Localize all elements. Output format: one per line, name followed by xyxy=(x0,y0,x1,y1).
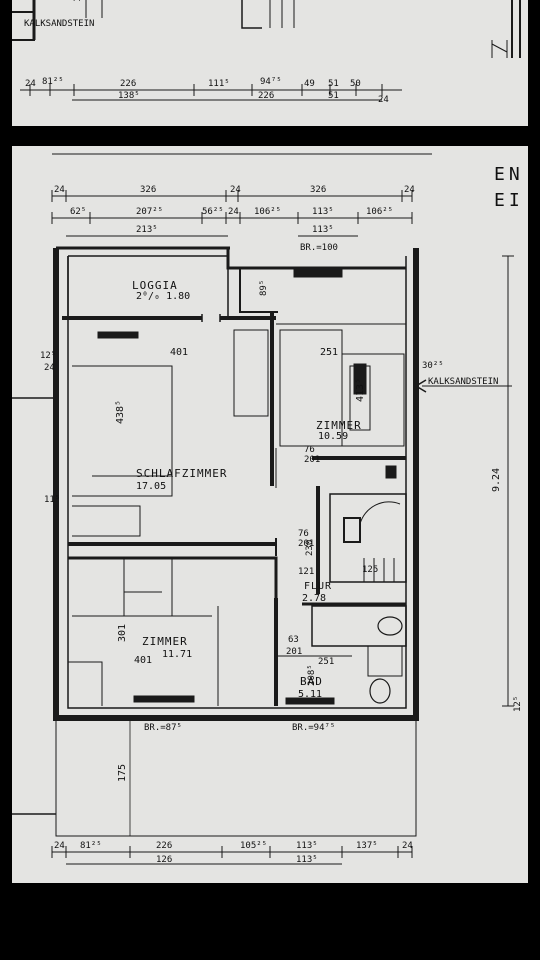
room-name-flur: FLUR xyxy=(304,581,333,592)
dim-t-3: 226 xyxy=(120,79,137,89)
room-name-schlafzimmer: SCHLAFZIMMER xyxy=(136,467,228,480)
dim-bottom-5: 113⁵ xyxy=(296,841,318,851)
window-label-bottom-left: BR.=87⁵ xyxy=(144,723,182,733)
dim-top-2: 326 xyxy=(140,185,157,195)
dim-in-8: 125 xyxy=(362,565,379,575)
room-area-bad: 5.11 xyxy=(298,689,323,700)
dim-in-4: 413⁵ xyxy=(355,377,366,402)
dim-top-10: 106²⁵ xyxy=(254,207,282,217)
dim-in-11: 89⁵ xyxy=(259,279,269,296)
dim-top-7: 207²⁵ xyxy=(136,207,164,217)
dim-t-6: 49 xyxy=(304,79,315,89)
dim-in-7: 251 xyxy=(318,657,335,667)
floor-plan-main: EN EI 24 326 24 326 24 62⁵ 207²⁵ 56²⁵ 24… xyxy=(12,146,528,883)
dim-in-16: 63 xyxy=(288,635,299,645)
dim-t-9: 138⁵ xyxy=(118,91,140,101)
dim-in-3: 438⁵ xyxy=(115,399,126,424)
dim-bottom-6: 137⁵ xyxy=(356,841,378,851)
floor-plan-fragment-top: 175 KALKSANDSTEIN 24 81²⁵ 226 111⁵ 94⁷⁵ … xyxy=(12,0,528,126)
dim-t-1: 24 xyxy=(25,79,36,89)
dim-top-12: 106²⁵ xyxy=(366,207,394,217)
dim-in-24: 12⁵ xyxy=(513,695,523,712)
dim-t-2: 81²⁵ xyxy=(42,77,64,87)
dim-in-15: 201 xyxy=(298,539,315,549)
dim-bottom-8: 126 xyxy=(156,855,173,865)
room-area-loggia: 2⁰/₀ 1.80 xyxy=(136,291,191,302)
dim-top-11: 113⁵ xyxy=(312,207,334,217)
dim-in-21: 24 xyxy=(44,363,55,373)
dim-bottom-3: 226 xyxy=(156,841,173,851)
dim-in-1: 401 xyxy=(170,347,189,358)
dim-bottom-1: 24 xyxy=(54,841,65,851)
dim-t-7: 51 xyxy=(328,79,339,89)
dim-bottom-4: 105²⁵ xyxy=(240,841,268,851)
dim-top-4: 326 xyxy=(310,185,327,195)
dim-bottom-2: 81²⁵ xyxy=(80,841,102,851)
dim-in-2: 251 xyxy=(320,347,339,358)
dim-vertical-top: 175 xyxy=(73,0,83,2)
dim-in-14: 76 xyxy=(298,529,309,539)
dim-in-18: 208⁵ xyxy=(307,664,317,686)
dim-t-12: 24 xyxy=(378,95,389,105)
dim-t-10: 226 xyxy=(258,91,275,101)
dim-t-11: 51 xyxy=(328,91,339,101)
top-plan-drawing xyxy=(12,0,521,101)
material-label-top: KALKSANDSTEIN xyxy=(24,19,95,29)
dim-top-5: 24 xyxy=(404,185,415,195)
dim-in-5: 401 xyxy=(134,655,153,666)
dim-top-14: 113⁵ xyxy=(312,225,334,235)
dim-in-22: 30²⁵ xyxy=(422,361,444,371)
dim-t-4: 111⁵ xyxy=(208,79,230,89)
room-area-zimmer-right: 10.59 xyxy=(318,431,349,442)
material-label-right: KALKSANDSTEIN xyxy=(428,377,499,387)
title-fragment-2: EI xyxy=(494,190,524,211)
dim-in-13: 121 xyxy=(298,567,315,577)
dim-in-17: 201 xyxy=(286,647,303,657)
dim-top-6: 62⁵ xyxy=(70,207,87,217)
dim-top-1: 24 xyxy=(54,185,65,195)
dim-in-20: 12⁵ xyxy=(40,351,57,361)
room-name-bad: BAD xyxy=(300,675,323,688)
dim-top-8: 56²⁵ xyxy=(202,207,224,217)
main-plan-drawing xyxy=(12,153,514,865)
dim-t-5: 94⁷⁵ xyxy=(260,77,282,87)
dim-in-23: 9.24 xyxy=(491,467,502,492)
room-area-flur: 2.78 xyxy=(302,593,327,604)
dim-bottom-9: 113⁵ xyxy=(296,855,318,865)
room-name-zimmer-right: ZIMMER xyxy=(316,419,362,432)
title-fragment-1: EN xyxy=(494,164,524,185)
room-area-schlafzimmer: 17.05 xyxy=(136,481,167,492)
window-label-bottom-right: BR.=94⁷⁵ xyxy=(292,723,336,733)
dim-top-13: 213⁵ xyxy=(136,225,158,235)
room-area-zimmer-bottom: 11.71 xyxy=(162,649,193,660)
dim-top-3: 24 xyxy=(230,185,241,195)
room-name-loggia: LOGGIA xyxy=(132,279,178,292)
dim-top-9: 24 xyxy=(228,207,239,217)
dim-t-8: 50 xyxy=(350,79,361,89)
dim-in-6: 301 xyxy=(117,623,128,642)
dim-vertical-left: 175 xyxy=(117,763,128,782)
dim-in-19: 11⁵ xyxy=(44,495,61,505)
dim-bottom-7: 24 xyxy=(402,841,413,851)
dim-in-10: 201 xyxy=(304,455,321,465)
window-label-top: BR.=100 xyxy=(300,243,338,253)
room-name-zimmer-bottom: ZIMMER xyxy=(142,635,188,648)
dim-in-9: 76 xyxy=(304,445,315,455)
